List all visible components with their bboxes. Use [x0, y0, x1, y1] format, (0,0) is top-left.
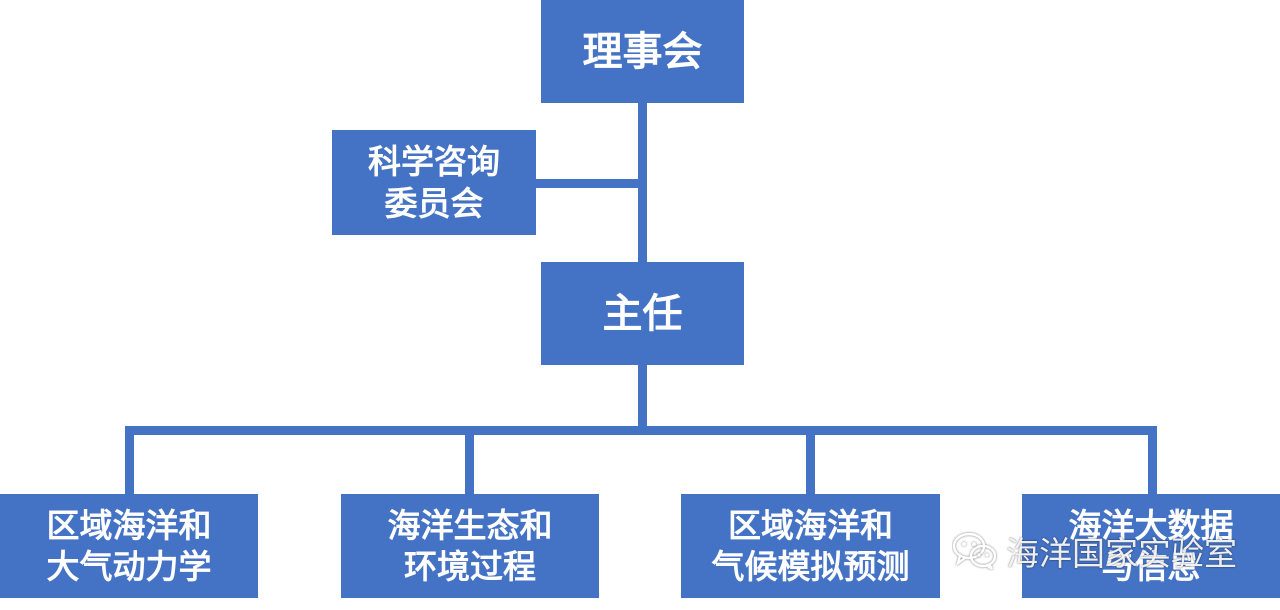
connector-division-3 — [806, 426, 815, 496]
division-2-line-2: 环境过程 — [404, 547, 536, 586]
division-label-2: 海洋生态和 环境过程 — [388, 505, 553, 588]
division-1-line-2: 大气动力学 — [46, 547, 212, 586]
advisory-committee-label: 科学咨询 委员会 — [368, 141, 500, 224]
division-label-3: 区域海洋和 气候模拟预测 — [712, 505, 910, 588]
connector-division-2 — [465, 426, 474, 496]
board-box: 理事会 — [541, 0, 744, 103]
board-label: 理事会 — [582, 28, 703, 75]
connector-division-1 — [125, 426, 134, 496]
division-3-line-2: 气候模拟预测 — [711, 547, 910, 586]
wechat-icon — [952, 531, 998, 571]
division-label-4: 海洋大数据 与信息 — [1069, 505, 1234, 588]
connector-division-4 — [1148, 426, 1157, 496]
advisory-line-2: 委员会 — [384, 183, 484, 223]
connector-horizontal-bus — [125, 426, 1157, 435]
division-4-line-1: 海洋大数据 — [1068, 505, 1234, 545]
director-label: 主任 — [602, 290, 683, 337]
division-4-line-2: 与信息 — [1101, 547, 1201, 586]
advisory-line-1: 科学咨询 — [368, 142, 500, 182]
connector-board-director — [638, 102, 647, 264]
division-box-3: 区域海洋和 气候模拟预测 — [681, 494, 940, 598]
division-box-4: 海洋大数据 与信息 — [1022, 494, 1280, 598]
division-3-line-1: 区域海洋和 — [728, 505, 893, 545]
connector-director-bus — [638, 364, 647, 434]
division-label-1: 区域海洋和 大气动力学 — [47, 505, 212, 588]
division-box-1: 区域海洋和 大气动力学 — [0, 494, 258, 598]
advisory-committee-box: 科学咨询 委员会 — [332, 130, 536, 235]
division-2-line-1: 海洋生态和 — [387, 505, 553, 545]
division-1-line-1: 区域海洋和 — [46, 505, 212, 545]
connector-advisory — [535, 179, 641, 188]
director-box: 主任 — [541, 262, 744, 365]
division-box-2: 海洋生态和 环境过程 — [341, 494, 599, 598]
